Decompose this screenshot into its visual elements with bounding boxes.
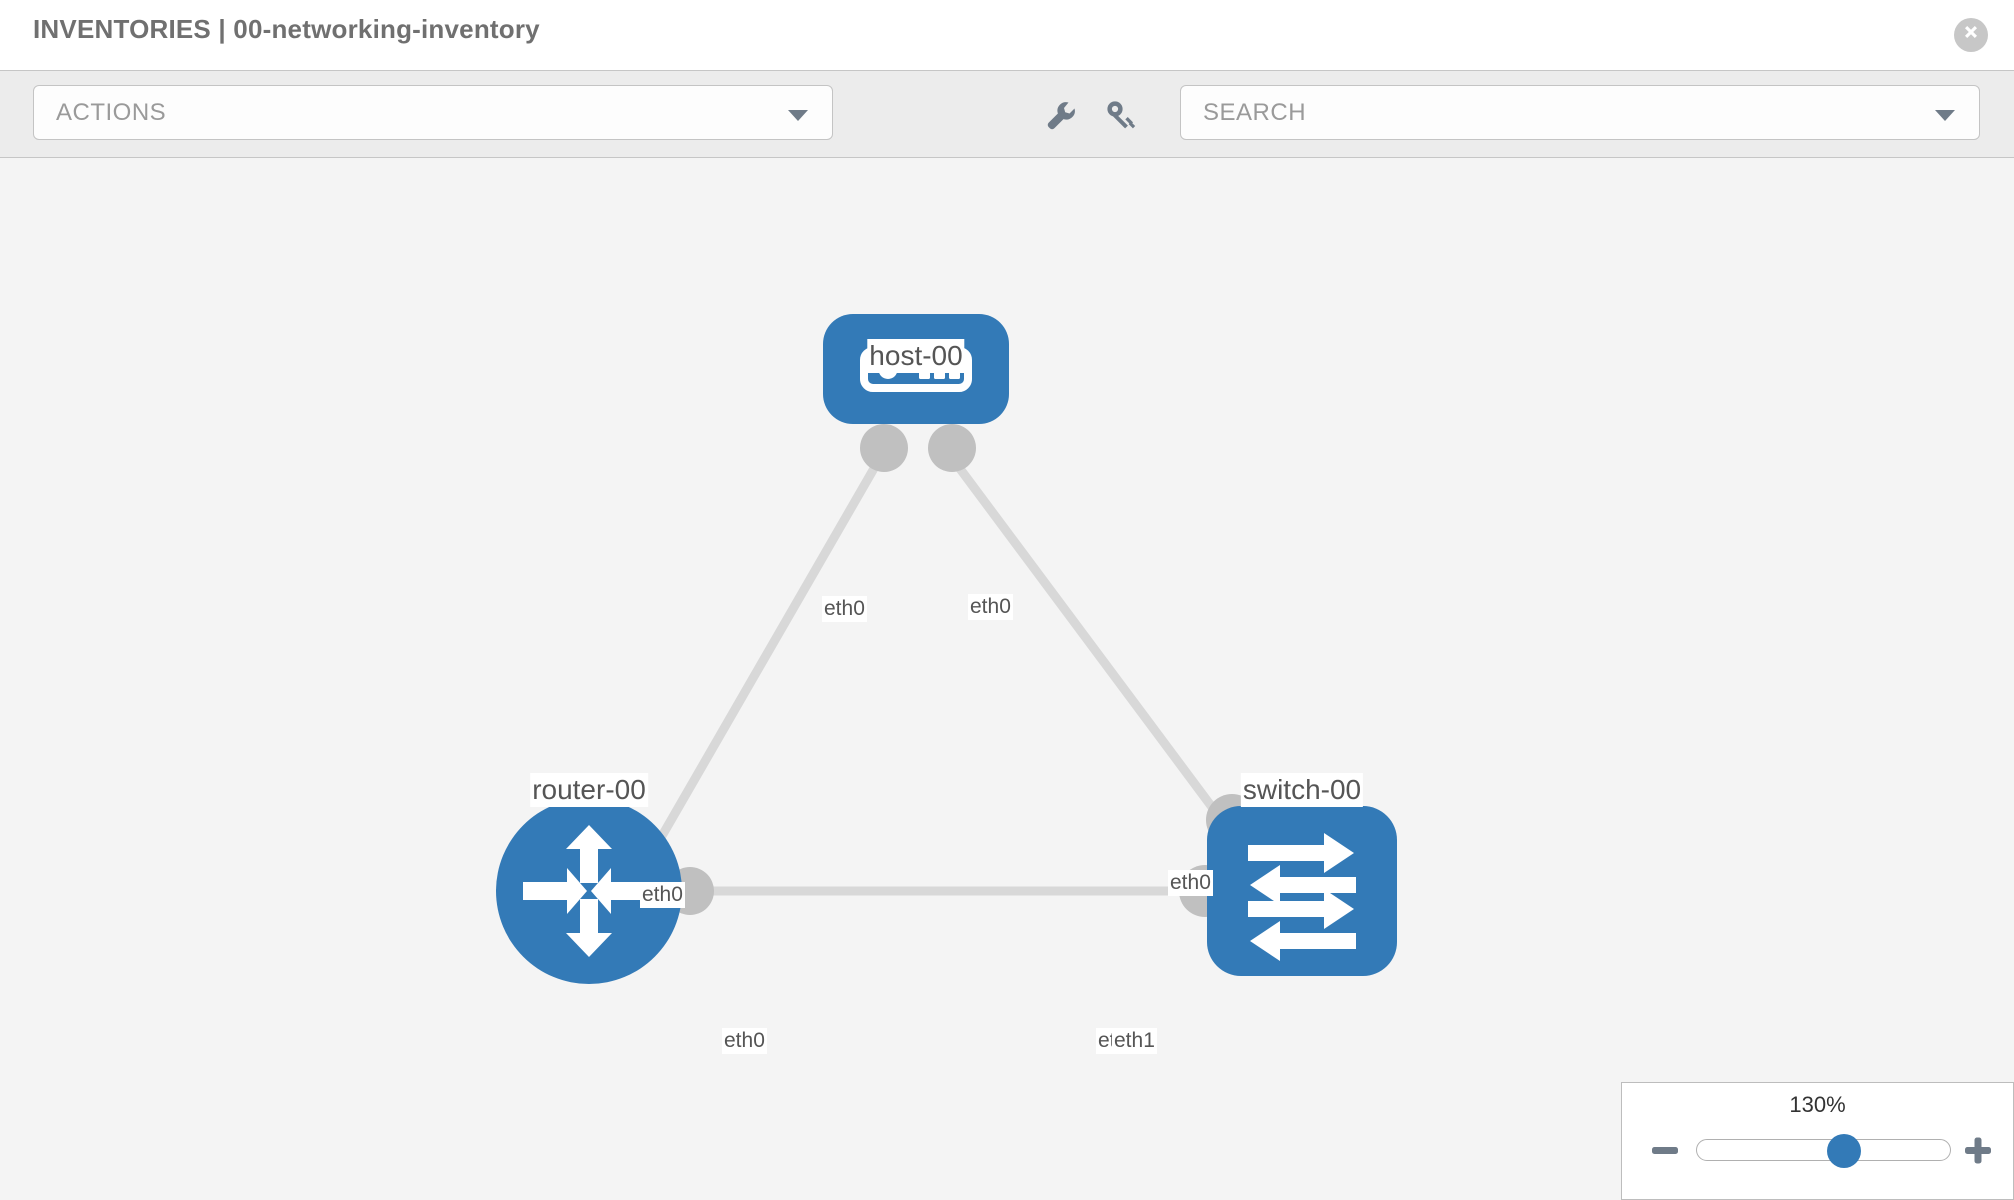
- wrench-icon[interactable]: [1040, 95, 1080, 135]
- connector-host00-left: [860, 424, 908, 472]
- topology-canvas[interactable]: host-00 router-00 switch-00 eth0 eth0 et…: [0, 158, 2014, 1200]
- iface-label-switch00-eth0-uplink: eth0: [1168, 870, 1213, 896]
- node-label-switch-00: switch-00: [1240, 773, 1364, 807]
- iface-label-host00-eth0-left: eth0: [822, 596, 867, 622]
- search-placeholder: SEARCH: [1203, 99, 1307, 126]
- page-header: INVENTORIES | 00-networking-inventory: [0, 0, 2014, 70]
- minus-icon[interactable]: [1648, 1133, 1682, 1167]
- topology-links: [650, 453, 1240, 896]
- node-switch-00: [1207, 806, 1397, 976]
- search-input[interactable]: SEARCH: [1180, 85, 1980, 140]
- node-label-router-00: router-00: [530, 773, 648, 807]
- page-title: INVENTORIES | 00-networking-inventory: [33, 14, 540, 44]
- chevron-down-icon: [1935, 110, 1955, 121]
- zoom-level-value: 130%: [1789, 1092, 1846, 1117]
- close-icon[interactable]: [1954, 18, 1988, 52]
- iface-label-router00-eth0-uplink: eth0: [640, 882, 685, 908]
- toolbar: ACTIONS SEARCH: [0, 70, 2014, 158]
- iface-label-router00-eth0: eth0: [722, 1028, 767, 1054]
- plus-icon[interactable]: [1961, 1133, 1995, 1167]
- zoom-slider-row: [1622, 1131, 2014, 1171]
- link-host00-switch00: [947, 453, 1240, 843]
- zoom-slider[interactable]: [1696, 1134, 1951, 1168]
- zoom-slider-thumb[interactable]: [1827, 1134, 1861, 1168]
- zoom-control-panel: 130%: [1621, 1082, 2014, 1200]
- connector-host00-right: [928, 424, 976, 472]
- key-icon[interactable]: [1100, 95, 1140, 135]
- iface-label-switch00-eth1: eth1: [1112, 1028, 1157, 1054]
- topology-svg: [496, 314, 1397, 984]
- iface-label-host00-eth0-right: eth0: [968, 594, 1013, 620]
- link-host00-router00: [650, 453, 885, 853]
- node-label-host-00: host-00: [867, 339, 965, 373]
- actions-dropdown-label: ACTIONS: [56, 99, 167, 126]
- node-router-00: [496, 798, 682, 984]
- actions-dropdown[interactable]: ACTIONS: [33, 85, 833, 140]
- chevron-down-icon: [788, 110, 808, 121]
